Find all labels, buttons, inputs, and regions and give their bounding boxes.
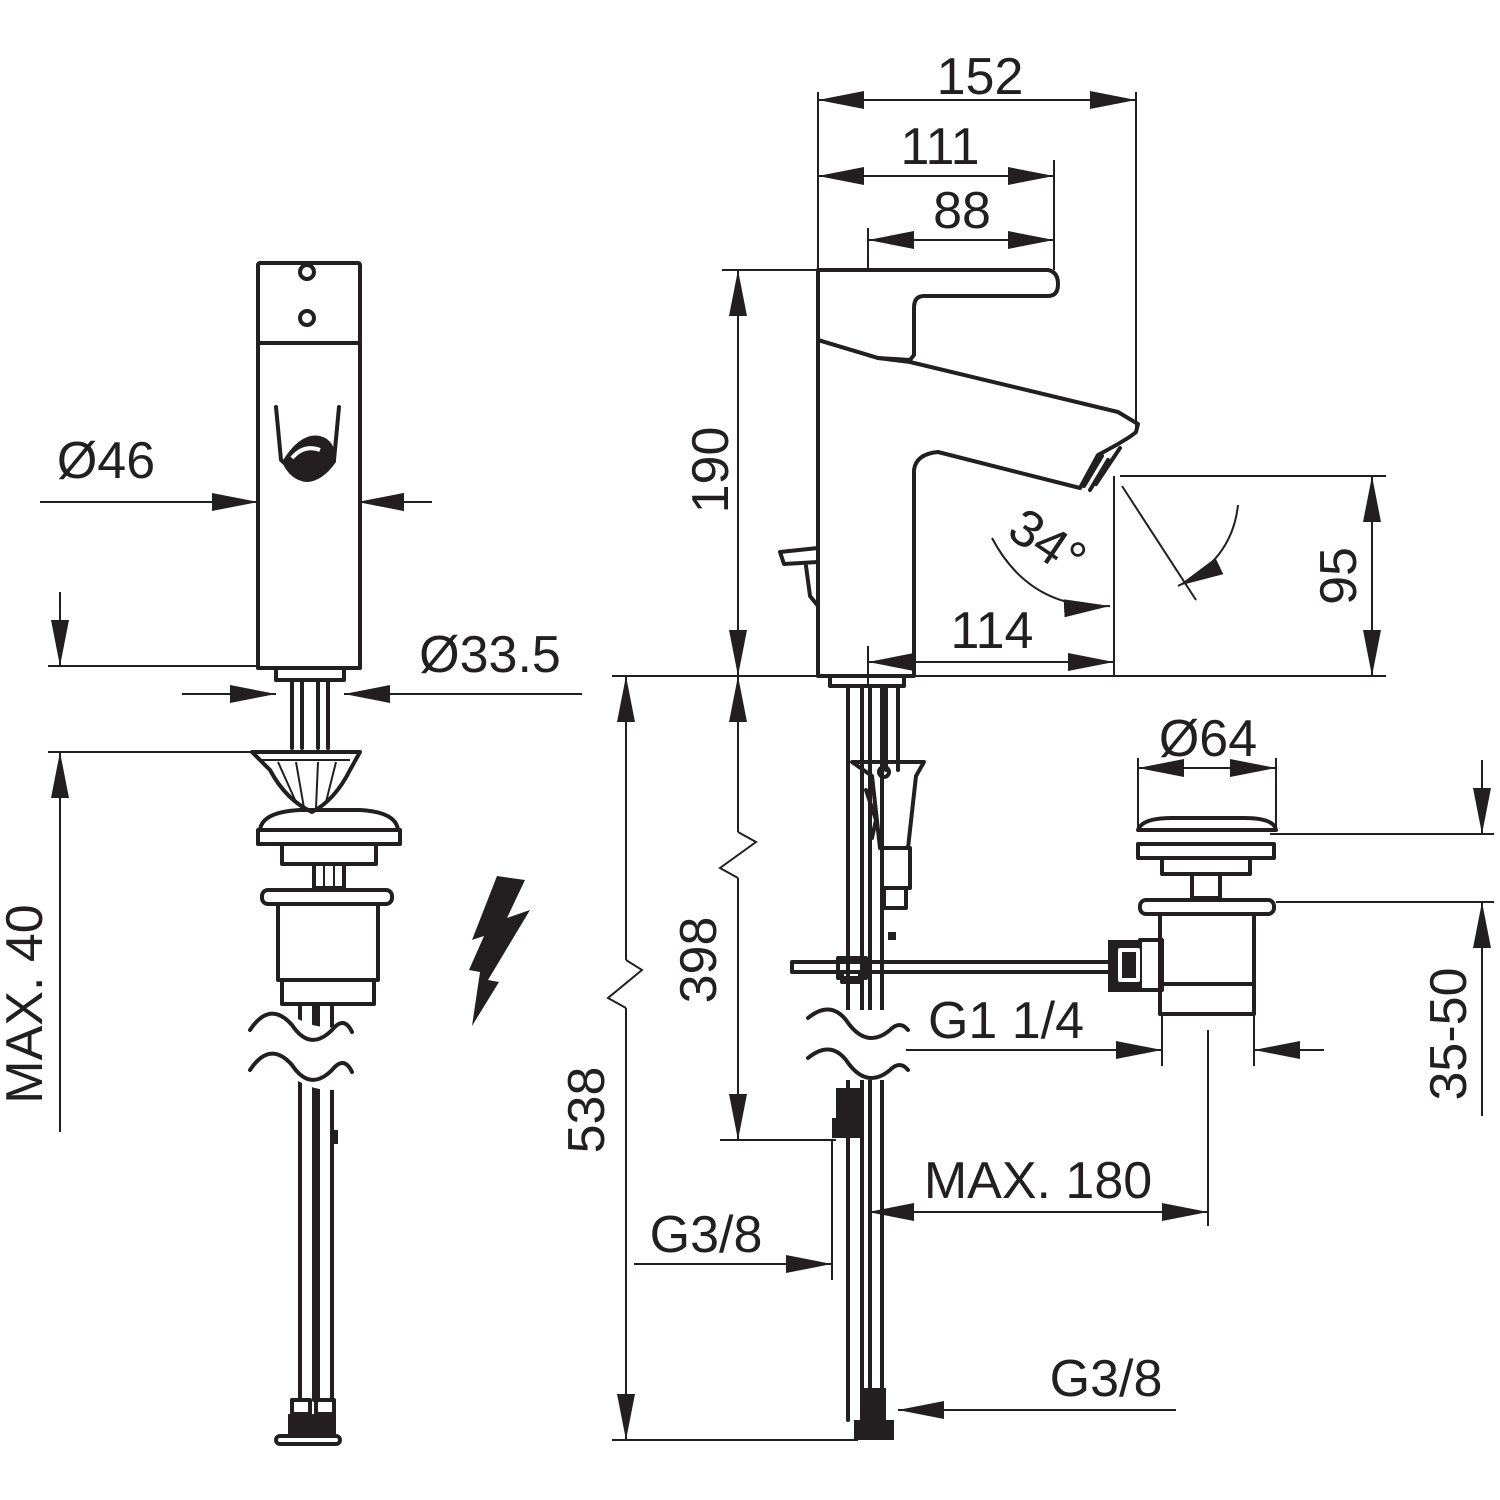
dim-tap-height: 190 <box>682 427 740 514</box>
dim-hose-length-538: 538 <box>558 1067 616 1154</box>
front-view-dimensions <box>40 493 582 1132</box>
dim-waste-thread: G1 1/4 <box>928 992 1084 1050</box>
tap-body-side <box>816 268 1060 362</box>
waste-plug-cap-front <box>258 808 400 832</box>
front-view <box>240 261 402 1446</box>
head-screw-upper <box>298 263 316 281</box>
dimension-labels: 152 111 88 190 95 114 34° Ø46 Ø33.5 MAX.… <box>0 48 1478 1408</box>
side-view-dimensions <box>606 91 1494 1441</box>
dim-connection-thread-upper: G3/8 <box>650 1206 763 1264</box>
lightning-bolt-icon <box>469 876 530 1026</box>
waste-fitting <box>1108 816 1278 1016</box>
dim-lever-length: 111 <box>900 118 979 176</box>
dim-body-diameter: Ø46 <box>57 432 155 490</box>
tap-head <box>256 261 362 345</box>
lever-grip <box>282 435 336 482</box>
dim-hose-diameter: Ø33.5 <box>419 626 561 684</box>
lever-grip-highlight <box>290 446 321 460</box>
dim-connection-thread-lower: G3/8 <box>1050 1350 1163 1408</box>
dim-spout-reach-upper: 88 <box>933 182 991 240</box>
dim-overall-length: 152 <box>937 48 1024 106</box>
dim-max-deck-thickness: MAX. 40 <box>0 904 54 1103</box>
dim-spout-outlet-height: 95 <box>1310 547 1368 605</box>
dim-spout-angle: 34° <box>998 497 1096 589</box>
tap-body-front <box>256 341 362 670</box>
side-view <box>778 268 1140 1440</box>
dim-spout-reach: 114 <box>951 602 1034 660</box>
dim-waste-diameter: Ø64 <box>1159 710 1257 768</box>
dim-waste-range: 35-50 <box>1420 968 1478 1101</box>
dim-hose-length-398: 398 <box>670 917 728 1004</box>
dim-max-rod-distance: MAX. 180 <box>924 1152 1152 1210</box>
shank <box>274 666 346 682</box>
head-screw-lower <box>298 309 316 327</box>
